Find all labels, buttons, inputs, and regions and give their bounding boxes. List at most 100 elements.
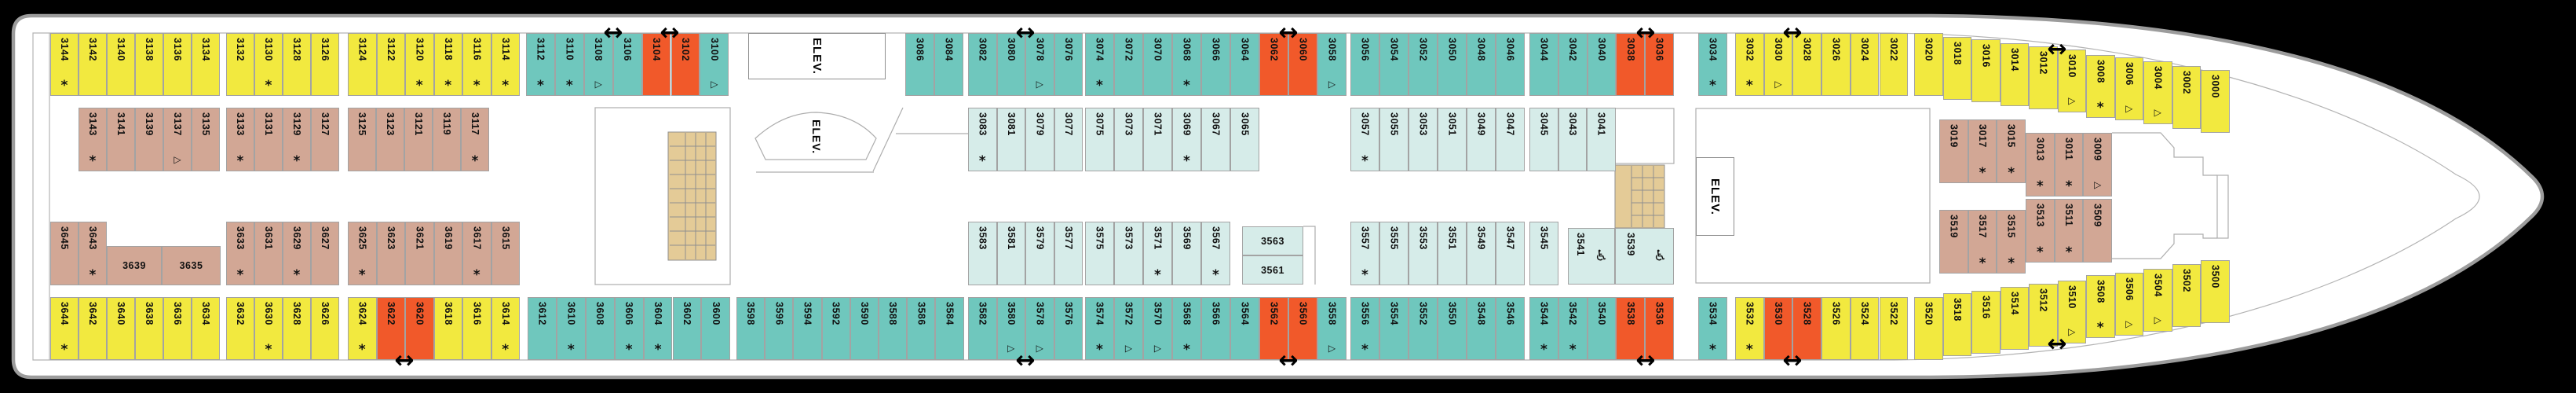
asterisk-icon: *	[60, 78, 68, 94]
cabin-number: 3636	[172, 302, 183, 325]
cabin-number: 3058	[1326, 38, 1338, 61]
cabin-3038: 3038	[1616, 33, 1646, 96]
cabin-number: 3076	[1062, 38, 1074, 61]
cabin-3014: 3014	[2000, 43, 2029, 106]
cabin-3519: 3519	[1939, 210, 1968, 274]
cabin-3034: 3034*	[1698, 33, 1727, 96]
elevator-box-aft: ELEV.	[748, 33, 886, 79]
cabin-3065: 3065	[1230, 108, 1259, 171]
cabin-3009: 3009▷	[2083, 133, 2113, 196]
triangle-icon: ▷	[1328, 343, 1336, 354]
cabin-number: 3006	[2123, 62, 2135, 86]
cabin-number: 3534	[1707, 302, 1719, 325]
cabin-3616: 3616	[462, 297, 491, 360]
cabin-number: 3106	[622, 38, 634, 61]
cabin-3143: 3143*	[79, 108, 107, 171]
cabin-number: 3553	[1417, 226, 1429, 250]
cabin-3104: 3104	[641, 33, 671, 96]
asterisk-icon: *	[471, 153, 479, 169]
asterisk-icon: *	[89, 267, 97, 283]
cabin-3628: 3628	[283, 297, 311, 360]
cabin-number: 3518	[1951, 298, 1963, 321]
cabin-number: 3086	[914, 38, 926, 61]
cabin-number: 3512	[2037, 288, 2049, 312]
cabin-3067: 3067	[1201, 108, 1230, 171]
cabin-3131: 3131	[254, 108, 283, 171]
cabin-number: 3598	[745, 302, 757, 325]
cabin-3604: 3604*	[643, 297, 673, 360]
cabin-3084: 3084	[934, 33, 963, 96]
cabin-3606: 3606*	[614, 297, 644, 360]
cabin-3137: 3137▷	[163, 108, 192, 171]
cabin-3564: 3564	[1230, 297, 1259, 360]
cabin-number: 3602	[681, 302, 692, 325]
asterisk-icon: *	[625, 342, 633, 358]
elevator-box-forward: ELEV.	[1696, 157, 1734, 236]
cabin-number: 3072	[1123, 38, 1135, 61]
cabin-3112: 3112*	[526, 33, 555, 96]
cabin-number: 3564	[1239, 302, 1251, 325]
cabin-number: 3582	[977, 302, 988, 325]
cabin-3532: 3532*	[1735, 297, 1764, 360]
cabin-3642: 3642	[79, 297, 107, 360]
cabin-3633: 3633*	[226, 222, 254, 285]
cabin-3100: 3100▷	[700, 33, 729, 96]
cabin-3018: 3018	[1942, 37, 1971, 100]
cabin-number: 3577	[1062, 226, 1074, 250]
cabin-number: 3515	[2005, 215, 2017, 238]
cabin-number: 3015	[2005, 124, 2017, 148]
cabin-number: 3627	[320, 226, 331, 250]
cabin-3578: 3578▷	[1025, 297, 1054, 360]
asterisk-icon: *	[1745, 78, 1753, 94]
asterisk-icon: *	[473, 78, 480, 94]
cabin-3539: 3539♿	[1615, 228, 1674, 285]
cabin-3056: 3056	[1350, 33, 1379, 96]
cabin-3124: 3124	[348, 33, 377, 96]
asterisk-icon: *	[1154, 267, 1161, 283]
cabin-number: 3024	[1859, 38, 1871, 61]
cabin-number: 3112	[535, 38, 546, 61]
cabin-number: 3034	[1707, 38, 1719, 61]
cabin-number: 3036	[1653, 38, 1665, 61]
cabin-number: 3143	[87, 112, 98, 136]
wheelchair-icon: ♿	[1594, 247, 1608, 265]
cabin-number: 3547	[1504, 226, 1516, 250]
cabin-3644: 3644*	[50, 297, 79, 360]
cabin-number: 3628	[291, 302, 302, 325]
cabin-3053: 3053	[1409, 108, 1438, 171]
cabin-number: 3519	[1948, 215, 1960, 238]
cabin-3568: 3568*	[1172, 297, 1201, 360]
cabin-3584: 3584	[935, 297, 964, 360]
cabin-3043: 3043	[1558, 108, 1588, 171]
cabin-number: 3134	[200, 38, 211, 61]
cabin-3526: 3526	[1821, 297, 1851, 360]
cabin-3592: 3592	[821, 297, 850, 360]
cabin-3544: 3544*	[1529, 297, 1558, 360]
cabin-number: 3030	[1773, 38, 1785, 61]
cabin-3517: 3517*	[1968, 210, 1997, 274]
cabin-3622: 3622	[376, 297, 405, 360]
stairs-forward-icon	[1614, 164, 1665, 229]
cabin-3528: 3528	[1792, 297, 1822, 360]
cabin-number: 3536	[1653, 302, 1665, 325]
cabin-3598: 3598	[736, 297, 765, 360]
cabin-3077: 3077	[1054, 108, 1083, 171]
cabin-number: 3142	[87, 38, 98, 61]
cabin-3135: 3135	[192, 108, 220, 171]
cabin-3057: 3057*	[1350, 108, 1379, 171]
cabin-number: 3638	[144, 302, 155, 325]
cabin-3086: 3086	[905, 33, 934, 96]
cabin-number: 3054	[1388, 38, 1400, 61]
triangle-icon: ▷	[2068, 95, 2076, 106]
asterisk-icon: *	[1361, 342, 1368, 358]
cabin-number: 3009	[2092, 138, 2103, 161]
cabin-number: 3510	[2066, 285, 2077, 309]
cabin-3044: 3044	[1529, 33, 1558, 96]
triangle-icon: ▷	[2125, 103, 2133, 114]
cabin-3122: 3122	[376, 33, 405, 96]
asterisk-icon: *	[502, 342, 510, 358]
cabin-number: 3541	[1575, 233, 1587, 256]
cabin-3554: 3554	[1379, 297, 1409, 360]
cabin-3041: 3041	[1587, 108, 1616, 171]
cabin-3513: 3513*	[2026, 199, 2055, 263]
